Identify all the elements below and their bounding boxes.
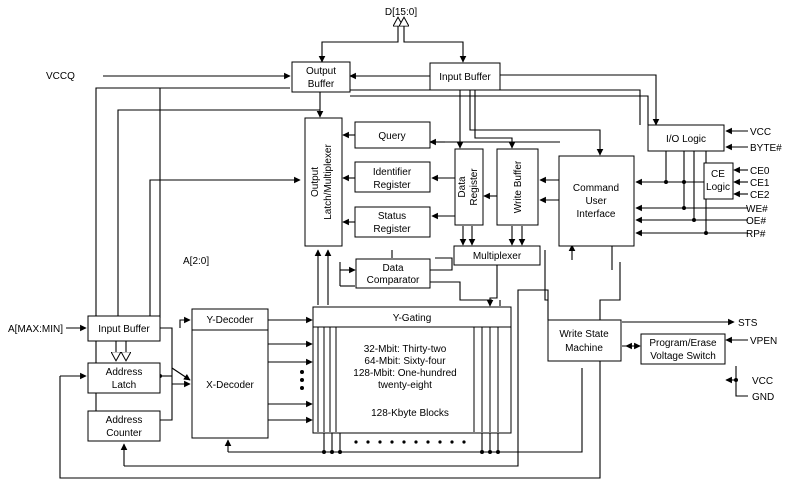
status-register-label-2: Register (373, 224, 411, 235)
program-erase-label-1: Program/Erase (649, 338, 717, 349)
command-user-interface: Command User Interface (558, 155, 635, 247)
memory-array: Y-Gating 32-Mbit: Thirty-two 64-Mbit: Si… (312, 306, 512, 434)
output-mux-label-1: Output (310, 167, 321, 197)
query-label: Query (378, 131, 405, 142)
wsm-label-1: Write State (559, 329, 609, 340)
we-label: WE# (746, 204, 768, 215)
y-decoder-label: Y-Decoder (207, 315, 255, 326)
wsm-label-2: Machine (565, 343, 603, 354)
output-latch-multiplexer: Output Latch/Multiplexer (304, 117, 343, 247)
address-latch-label-2: Latch (112, 380, 136, 391)
address-counter-label-2: Counter (106, 428, 142, 439)
data-comparator-label-1: Data (382, 263, 404, 274)
address-latch: Address Latch (87, 362, 161, 394)
array-blocks-label: 128-Kbyte Blocks (371, 408, 449, 419)
cui-label-3: Interface (577, 209, 616, 220)
oe-label: OE# (746, 216, 766, 227)
ce-logic: CE Logic (703, 162, 734, 200)
status-register: Status Register (354, 206, 431, 238)
input-buffer-address: Input Buffer (87, 315, 161, 342)
data-comparator: Data Comparator (355, 258, 431, 289)
vcc-power-label: VCC (752, 376, 773, 387)
output-mux-label-2: Latch/Multiplexer (323, 144, 334, 220)
input-buffer-top: Input Buffer (429, 62, 501, 91)
a20-label: A[2:0] (183, 256, 209, 267)
x-decoder: X-Decoder (191, 329, 269, 439)
address-counter: Address Counter (87, 410, 161, 442)
status-register-label-1: Status (378, 211, 406, 222)
vccq-label: VCCQ (46, 71, 75, 82)
ce0-label: CE0 (750, 166, 770, 177)
data-register: Data Register (454, 148, 484, 226)
ce-logic-label-1: CE (711, 169, 725, 180)
identifier-register-label-1: Identifier (373, 167, 412, 178)
ce-logic-label-2: Logic (706, 182, 730, 193)
vcc-io-label: VCC (750, 127, 771, 138)
rp-label: RP# (746, 229, 766, 240)
multiplexer-label: Multiplexer (473, 251, 522, 262)
y-gating-label: Y-Gating (393, 313, 432, 324)
array-text-line-2: 64-Mbit: Sixty-four (364, 356, 446, 367)
array-text-line-3: 128-Mbit: One-hundred (353, 368, 456, 379)
data-register-label-2: Register (469, 168, 480, 206)
address-counter-label-1: Address (106, 415, 143, 426)
wires (59, 18, 748, 479)
query-block: Query (354, 121, 431, 149)
ce1-label: CE1 (750, 178, 770, 189)
gnd-label: GND (752, 392, 774, 403)
io-logic-label: I/O Logic (666, 134, 706, 145)
output-buffer: Output Buffer (291, 61, 351, 93)
data-comparator-label-2: Comparator (367, 275, 420, 286)
y-decoder: Y-Decoder (191, 308, 269, 331)
data-register-label-1: Data (457, 176, 468, 198)
io-logic: I/O Logic (647, 124, 725, 152)
write-state-machine: Write State Machine (547, 319, 622, 362)
input-buffer-top-label: Input Buffer (439, 72, 491, 83)
sts-label: STS (738, 318, 758, 329)
identifier-register-label-2: Register (373, 180, 411, 191)
cui-label-1: Command (573, 183, 619, 194)
ce2-label: CE2 (750, 190, 770, 201)
array-text-line-1: 32-Mbit: Thirty-two (364, 344, 447, 355)
signal-labels: D[15:0] VCCQ A[MAX:MIN] A[2:0] VCC BYTE#… (8, 7, 782, 403)
identifier-register: Identifier Register (354, 161, 431, 193)
output-buffer-label-2: Buffer (308, 79, 335, 90)
byte-label: BYTE# (750, 143, 782, 154)
address-latch-label-1: Address (106, 367, 143, 378)
cui-label-2: User (585, 196, 607, 207)
multiplexer-block: Multiplexer (453, 245, 541, 266)
x-decoder-label: X-Decoder (206, 380, 254, 391)
d-bus-label: D[15:0] (385, 7, 417, 18)
vpen-label: VPEN (750, 336, 777, 347)
program-erase-label-2: Voltage Switch (650, 351, 716, 362)
write-buffer: Write Buffer (496, 148, 539, 226)
array-text-line-4: twenty-eight (378, 380, 432, 391)
a-max-min-label: A[MAX:MIN] (8, 324, 63, 335)
input-buffer-address-label: Input Buffer (98, 324, 150, 335)
output-buffer-label-1: Output (306, 66, 336, 77)
write-buffer-label: Write Buffer (513, 160, 524, 213)
program-erase-voltage-switch: Program/Erase Voltage Switch (640, 333, 726, 365)
